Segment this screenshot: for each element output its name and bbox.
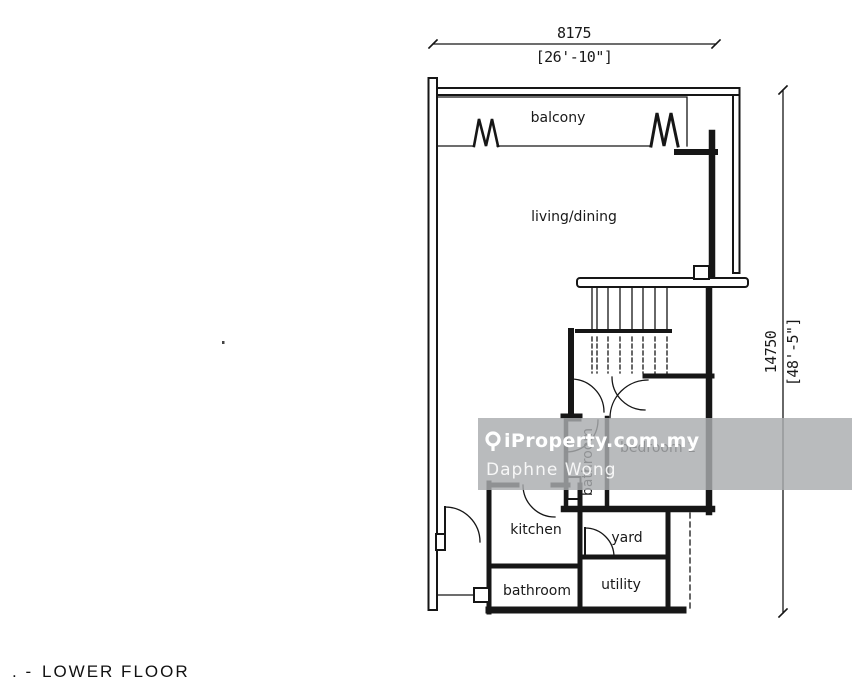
dimension-top-ft: [26'-10"] — [536, 48, 613, 66]
door-arc-hall-left — [570, 378, 605, 413]
right-upper-wall — [732, 94, 741, 274]
watermark-brand: iProperty.com.my — [504, 430, 700, 452]
room-label-balcony: balcony — [531, 110, 586, 126]
stair-landing — [576, 277, 749, 288]
page-title: LOWER FLOOR — [42, 662, 190, 681]
room-label-living-dining: living/dining — [531, 209, 617, 225]
watermark-agent: Daphne Wong — [486, 460, 617, 480]
door-arc-hall-right — [611, 376, 646, 411]
window-symbol-right — [649, 112, 680, 148]
map-pin-icon — [485, 431, 501, 451]
scan-artifact-dot — [222, 341, 225, 344]
balcony-inner-line — [436, 96, 688, 147]
room-label-yard: yard — [611, 530, 642, 546]
stair-newel-post — [693, 265, 710, 280]
stair-treads-upper — [591, 287, 668, 331]
door-arc-entry — [444, 506, 481, 543]
dimension-ticks-right — [777, 84, 789, 619]
watermark-band — [478, 418, 852, 490]
top-wall — [427, 87, 741, 96]
staircase — [576, 265, 749, 374]
room-label-kitchen: kitchen — [510, 522, 562, 538]
left-wall — [427, 77, 438, 611]
door-arc-yard — [584, 527, 615, 558]
door-arc-bedroom1 — [609, 379, 649, 419]
wall-block-left — [473, 587, 490, 603]
dimension-right-ft: [48'-5"] — [784, 318, 802, 386]
watermark: iProperty.com.my Daphne Wong — [478, 418, 852, 490]
dimension-right-mm: 14750 — [762, 330, 780, 373]
dimension-top-width: 8175 [26'-10"] — [427, 24, 722, 66]
footer-prefix: . - — [12, 662, 33, 681]
dimension-top-mm: 8175 — [557, 24, 591, 42]
dimension-right-height: 14750 [48'-5"] — [762, 84, 802, 619]
interior-walls — [435, 129, 716, 615]
doors — [444, 376, 649, 558]
door-arc-kitchen — [522, 484, 556, 518]
exterior-walls — [427, 77, 741, 611]
window-symbol-left — [472, 118, 500, 148]
footer: . - LOWER FLOOR — [12, 662, 190, 681]
room-label-utility: utility — [601, 577, 641, 593]
dimension-ticks-top — [427, 38, 722, 50]
stair-treads-lower-dashed — [591, 336, 668, 374]
room-label-bathroom: bathroom — [503, 583, 571, 599]
balcony-zone — [436, 96, 718, 155]
door-jamb-block — [435, 533, 446, 551]
